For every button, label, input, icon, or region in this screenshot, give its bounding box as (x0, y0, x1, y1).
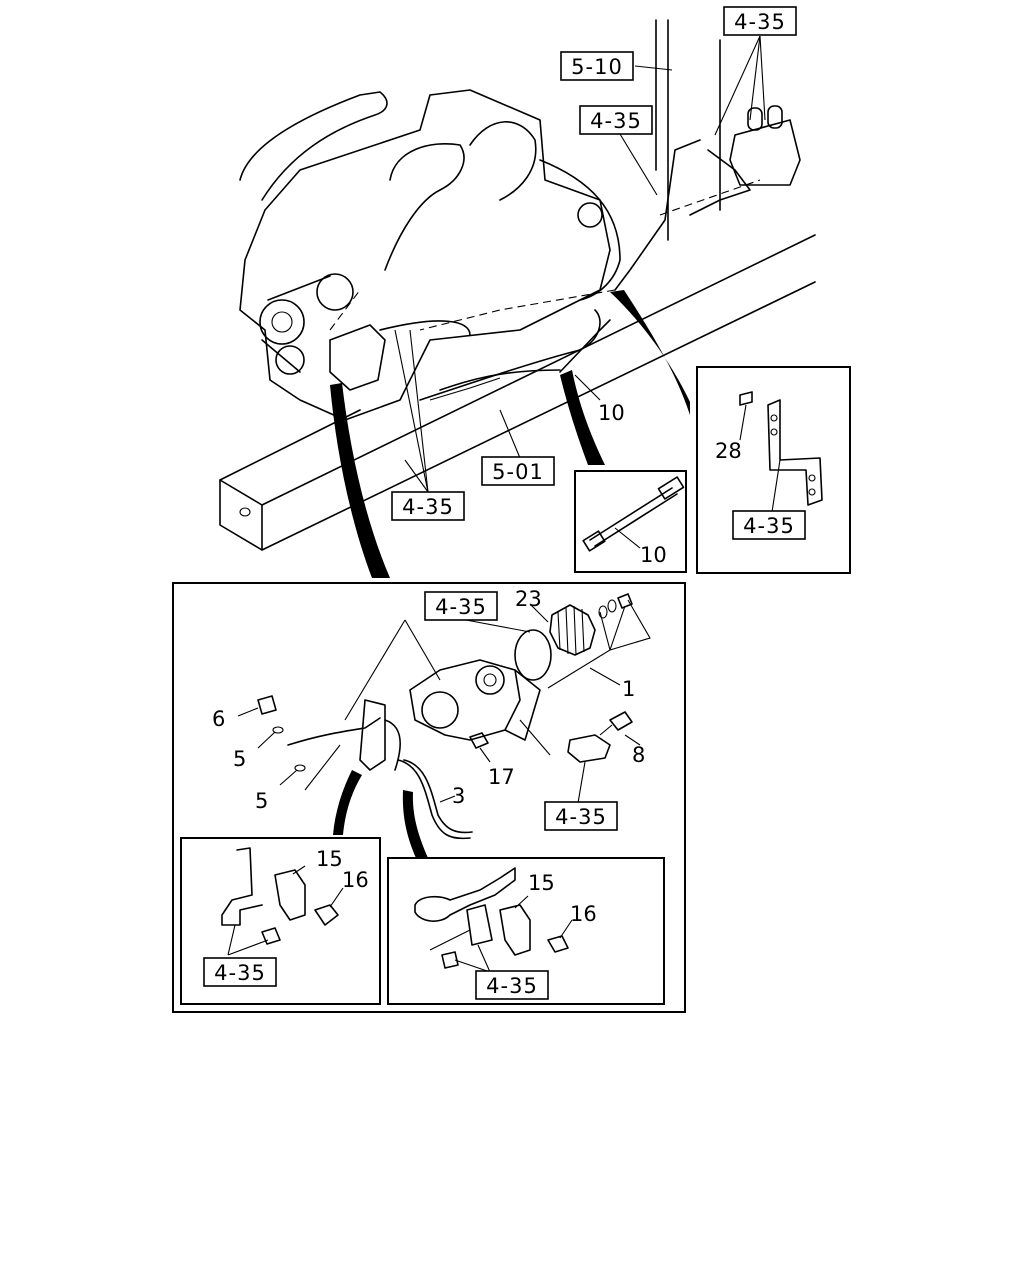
part-number-28: 28 (715, 439, 742, 463)
part-number-23: 23 (515, 587, 542, 611)
part-number-5b: 5 (255, 789, 268, 813)
ref-label-4-35-engine: 4-35 (402, 495, 454, 519)
part-number-10-detail: 10 (640, 543, 667, 567)
part-number-16-right: 16 (570, 902, 597, 926)
ref-label-4-35-bracket: 4-35 (743, 514, 795, 538)
ref-label-4-35-pump-top: 4-35 (435, 595, 487, 619)
ref-label-4-35-clamp-right: 4-35 (486, 974, 538, 998)
part-number-5a: 5 (233, 747, 246, 771)
overview-callouts: 5-10 4-35 4-35 5-01 4-35 10 (391, 6, 797, 521)
subdetail-clamp-left: 15 16 4-35 (180, 837, 381, 1005)
detail-hose-10: 10 (574, 470, 687, 573)
subdetail-clamp-right: 15 16 4-35 (387, 857, 665, 1005)
ref-label-4-35-top-right: 4-35 (734, 10, 786, 34)
part-number-16-left: 16 (342, 868, 369, 892)
ref-label-4-35-clamp-left: 4-35 (214, 961, 266, 985)
detail-ribbons (330, 290, 690, 858)
gear-23 (549, 604, 596, 656)
part-number-17: 17 (488, 765, 515, 789)
ref-label-4-35-pump-bottom: 4-35 (555, 805, 607, 829)
detail-bracket-28: 28 4-35 (696, 366, 851, 574)
part-number-8: 8 (632, 743, 645, 767)
detail-pump-assembly: 23 1 4-35 8 4-35 17 6 5 5 (172, 582, 686, 1013)
ref-label-5-01: 5-01 (492, 460, 544, 484)
part-number-15-right: 15 (528, 871, 555, 895)
part-number-6: 6 (212, 707, 225, 731)
part-number-3: 3 (452, 784, 465, 808)
ref-label-4-35-upper: 4-35 (590, 109, 642, 133)
part-number-15-left: 15 (316, 847, 343, 871)
part-number-1: 1 (622, 677, 635, 701)
ref-label-5-10: 5-10 (571, 55, 623, 79)
part-number-10-main: 10 (598, 401, 625, 425)
